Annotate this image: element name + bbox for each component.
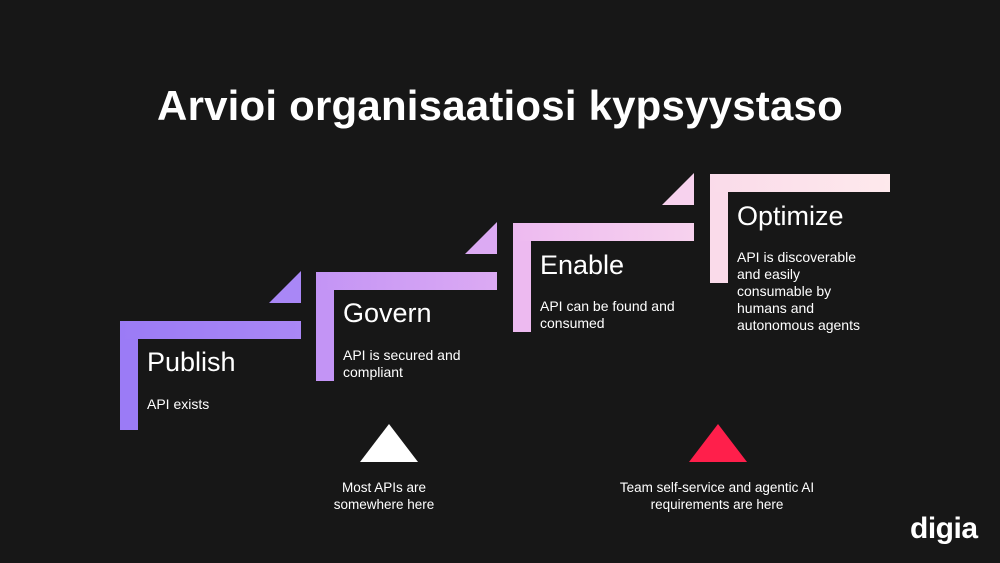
step-publish-vertical-bar: [120, 321, 138, 430]
step-govern-vertical-bar: [316, 272, 334, 381]
red-triangle-marker: [689, 424, 747, 462]
step-govern-description: API is secured and compliant: [343, 347, 461, 380]
step-govern-horizontal-bar: [316, 272, 497, 290]
digia-logo: digia: [910, 512, 978, 545]
step-optimize-horizontal-bar: [710, 174, 890, 192]
page-title: Arvioi organisaatiosi kypsyystaso: [157, 82, 843, 129]
step-enable-description: API can be found and consumed: [540, 298, 675, 331]
step-enable-corner-triangle: [662, 173, 694, 205]
step-enable-horizontal-bar: [513, 223, 694, 241]
step-enable-name: Enable: [540, 250, 625, 280]
step-optimize-name: Optimize: [737, 201, 844, 231]
step-publish-horizontal-bar: [120, 321, 301, 339]
step-optimize-vertical-bar: [710, 174, 728, 283]
marker-note-team-self-service: Team self-service and agentic AI require…: [619, 480, 815, 512]
step-enable-vertical-bar: [513, 223, 531, 332]
step-publish-description: API exists: [147, 396, 210, 412]
white-triangle-marker: [360, 424, 418, 462]
step-govern-name: Govern: [343, 298, 432, 328]
step-optimize-description: API is discoverable and easily consumabl…: [737, 249, 860, 333]
step-govern-corner-triangle: [465, 222, 497, 254]
marker-note-most-apis: Most APIs are somewhere here: [333, 480, 435, 512]
step-publish-corner-triangle: [269, 271, 301, 303]
step-publish-name: Publish: [147, 347, 236, 377]
